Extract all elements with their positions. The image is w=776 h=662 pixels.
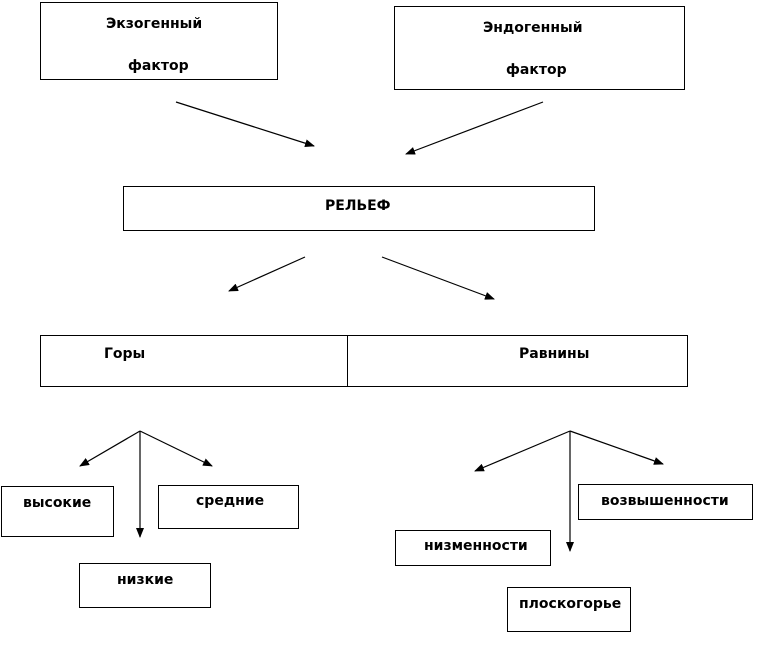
arrow-plains-to-uplands bbox=[569, 430, 664, 465]
plateau-box: плоскогорье bbox=[507, 587, 631, 632]
plains-label: Равнины bbox=[519, 346, 590, 362]
low-mountains-box: низкие bbox=[79, 563, 211, 608]
exogenous-factor-label-line2: фактор bbox=[128, 58, 189, 74]
uplands-label: возвышенности bbox=[601, 493, 729, 509]
arrow-plains-to-lowlands bbox=[474, 430, 571, 472]
relief-label: РЕЛЬЕФ bbox=[325, 198, 391, 214]
exogenous-factor-label-line1: Экзогенный bbox=[106, 16, 203, 32]
arrow-exogenous-to-relief bbox=[175, 101, 315, 148]
medium-mountains-label: средние bbox=[196, 493, 265, 509]
exogenous-factor-box: Экзогенный фактор bbox=[40, 2, 278, 80]
low-mountains-label: низкие bbox=[117, 572, 174, 588]
relief-box: РЕЛЬЕФ bbox=[123, 186, 595, 231]
mountains-box: Горы bbox=[40, 335, 348, 387]
uplands-box: возвышенности bbox=[578, 484, 753, 520]
lowlands-box: низменности bbox=[395, 530, 551, 566]
arrow-mountains-to-high bbox=[79, 430, 141, 467]
plains-box: Равнины bbox=[347, 335, 688, 387]
high-mountains-box: высокие bbox=[1, 486, 114, 537]
arrow-endogenous-to-relief bbox=[405, 101, 544, 155]
arrow-mountains-to-medium bbox=[139, 430, 213, 467]
plateau-label: плоскогорье bbox=[519, 596, 622, 612]
endogenous-factor-box: Эндогенный фактор bbox=[394, 6, 685, 90]
endogenous-factor-label-line1: Эндогенный bbox=[483, 20, 583, 36]
lowlands-label: низменности bbox=[424, 538, 528, 554]
arrow-relief-to-plains bbox=[381, 256, 495, 300]
endogenous-factor-label-line2: фактор bbox=[506, 62, 567, 78]
high-mountains-label: высокие bbox=[23, 495, 92, 511]
mountains-label: Горы bbox=[104, 346, 146, 362]
arrow-relief-to-mountains bbox=[228, 256, 306, 292]
medium-mountains-box: средние bbox=[158, 485, 299, 529]
